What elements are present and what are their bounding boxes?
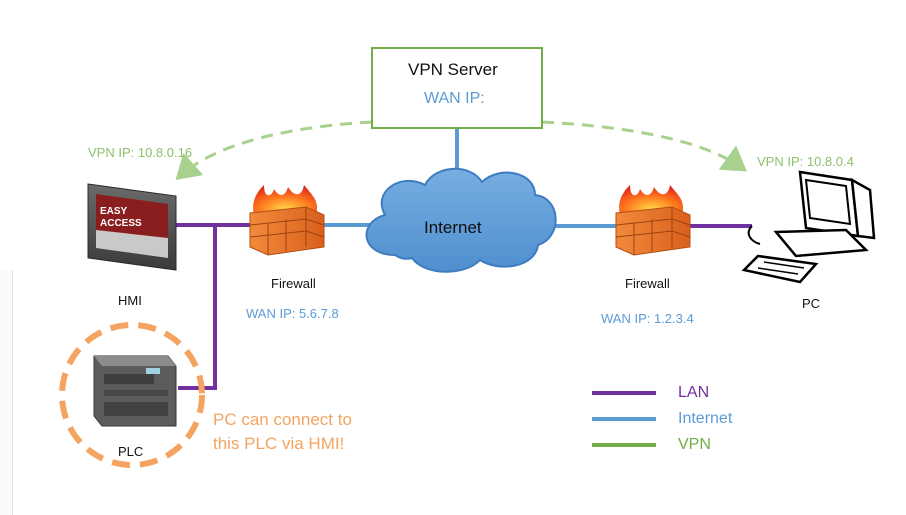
firewall-right-label: Firewall bbox=[625, 276, 670, 291]
page-edge-strip bbox=[0, 270, 13, 515]
hmi-label: HMI bbox=[118, 293, 142, 308]
plc-device-icon bbox=[93, 355, 177, 427]
hmi-device-icon: EASY ACCESS bbox=[87, 183, 177, 271]
pc-icon bbox=[741, 170, 876, 284]
legend-label-vpn: VPN bbox=[678, 436, 711, 453]
firewall-left-wan-ip: WAN IP: 5.6.7.8 bbox=[246, 306, 339, 321]
legend-label-internet: Internet bbox=[678, 410, 733, 427]
firewall-right-icon bbox=[615, 185, 691, 256]
callout-line-1: PC can connect to bbox=[213, 410, 352, 429]
plc-label: PLC bbox=[118, 444, 144, 459]
vpn-tunnel-hmi bbox=[175, 120, 373, 181]
vpn-tunnel-pc bbox=[541, 120, 747, 172]
pc-label: PC bbox=[802, 296, 821, 311]
internet-label: Internet bbox=[424, 218, 482, 237]
vpn-server-wan-ip: WAN IP: bbox=[424, 90, 485, 107]
hmi-vpn-ip: VPN IP: 10.8.0.16 bbox=[88, 145, 193, 160]
vpn-server-box bbox=[371, 47, 543, 129]
callout-line-2: this PLC via HMI! bbox=[213, 434, 345, 453]
legend-label-lan: LAN bbox=[678, 384, 710, 401]
firewall-left-icon bbox=[249, 185, 325, 256]
pc-vpn-ip: VPN IP: 10.8.0.4 bbox=[757, 154, 854, 169]
hmi-screen-text-2: ACCESS bbox=[100, 218, 142, 229]
internet-cloud-icon bbox=[365, 167, 557, 273]
firewall-left-label: Firewall bbox=[271, 276, 316, 291]
hmi-screen-text-1: EASY bbox=[100, 206, 128, 217]
plc-highlight-circle bbox=[59, 322, 205, 468]
vpn-server-title: VPN Server bbox=[408, 60, 498, 79]
firewall-right-wan-ip: WAN IP: 1.2.3.4 bbox=[601, 311, 694, 326]
